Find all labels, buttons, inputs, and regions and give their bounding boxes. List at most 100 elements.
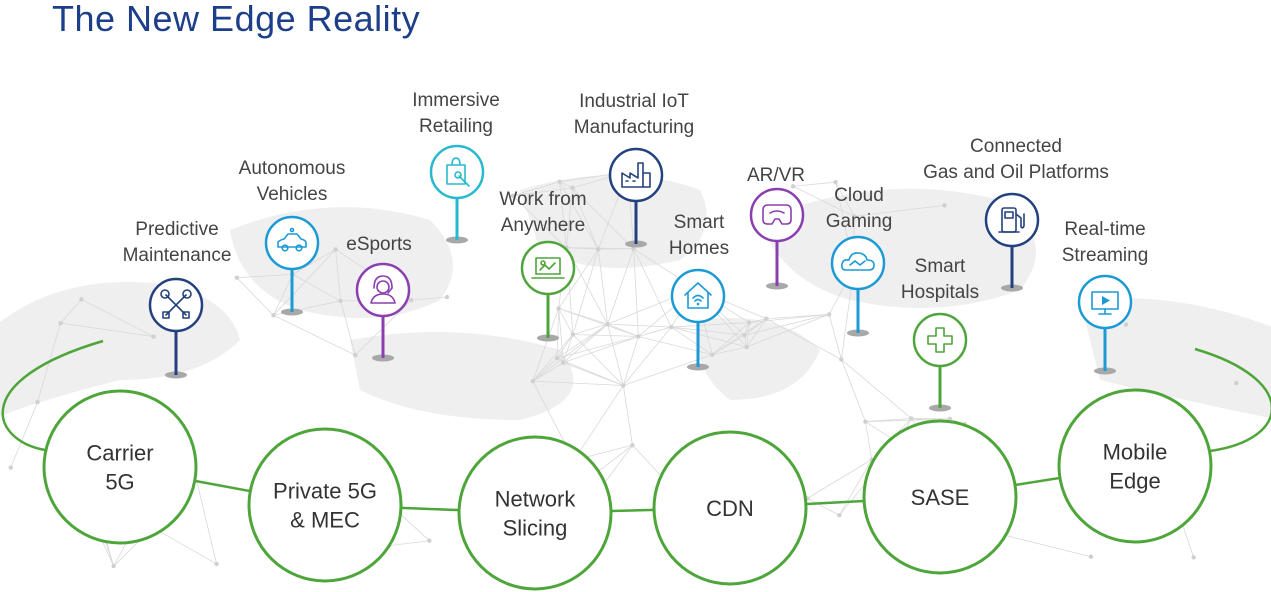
mesh-line bbox=[746, 318, 767, 348]
mesh-line bbox=[671, 326, 745, 336]
node-cdn: CDN bbox=[652, 430, 808, 586]
ring-arc-left bbox=[1, 339, 104, 452]
mesh-dot bbox=[271, 313, 276, 318]
mesh-dot bbox=[710, 352, 715, 357]
mesh-line bbox=[744, 318, 767, 336]
mesh-dot bbox=[570, 332, 576, 337]
mesh-line bbox=[558, 308, 564, 363]
mesh-dot bbox=[839, 357, 844, 362]
pin-label: Connected bbox=[970, 136, 1062, 157]
mesh-dot bbox=[863, 419, 868, 424]
mesh-line bbox=[712, 322, 750, 355]
pin-label: Vehicles bbox=[257, 184, 328, 205]
pin-badge bbox=[608, 147, 664, 203]
mesh-dot bbox=[556, 306, 561, 311]
mesh-line bbox=[607, 324, 624, 386]
mesh-line bbox=[712, 346, 747, 356]
mesh-line bbox=[236, 277, 274, 316]
mesh-line bbox=[766, 313, 830, 320]
factory-icon bbox=[621, 162, 651, 188]
mesh-dot bbox=[636, 334, 641, 339]
mesh-line bbox=[532, 308, 560, 382]
mesh-line bbox=[273, 274, 294, 316]
mesh-line bbox=[623, 326, 672, 386]
mesh-dot bbox=[338, 298, 343, 304]
pin-label: Streaming bbox=[1062, 245, 1149, 266]
mesh-line bbox=[532, 323, 608, 382]
mesh-line bbox=[865, 421, 873, 460]
mesh-line bbox=[559, 181, 599, 250]
node-label: 5G bbox=[105, 470, 134, 495]
pin-esports: eSports bbox=[346, 234, 412, 362]
node-circle bbox=[42, 389, 198, 545]
mesh-line bbox=[194, 474, 217, 565]
shopping-bag-icon bbox=[446, 157, 470, 187]
mesh-dot bbox=[557, 179, 562, 184]
mesh-dot bbox=[764, 316, 769, 321]
page-title: The New Edge Reality bbox=[52, 0, 421, 39]
mesh-line bbox=[638, 336, 713, 356]
mesh-line bbox=[566, 187, 573, 248]
mesh-line bbox=[236, 273, 293, 279]
mesh-line bbox=[532, 362, 564, 382]
mesh-line bbox=[838, 459, 873, 516]
mesh-line bbox=[793, 181, 836, 187]
node-label: Network bbox=[495, 487, 577, 512]
use-case-pins: PredictiveMaintenanceAutonomousVehiclese… bbox=[123, 90, 1149, 412]
mesh-dot bbox=[826, 312, 832, 317]
mesh-line bbox=[638, 326, 672, 337]
mesh-dot bbox=[1191, 555, 1196, 560]
video-screen-icon bbox=[1091, 291, 1119, 315]
mesh-line bbox=[792, 185, 855, 217]
node-label: CDN bbox=[706, 496, 754, 521]
mesh-line bbox=[566, 247, 599, 250]
land-shape bbox=[350, 332, 574, 420]
mesh-line bbox=[512, 181, 560, 197]
pin-label: Cloud bbox=[834, 185, 884, 206]
mesh-dot bbox=[1088, 554, 1094, 559]
pin-badge bbox=[912, 312, 968, 368]
mesh-line bbox=[766, 318, 842, 360]
mesh-line bbox=[633, 248, 639, 337]
mesh-line bbox=[865, 418, 950, 423]
node-private-5g-mec: Private 5G& MEC bbox=[247, 427, 403, 583]
pin-label: Smart bbox=[674, 212, 725, 233]
mesh-line bbox=[854, 204, 945, 217]
pin-badge bbox=[264, 215, 320, 271]
mesh-line bbox=[807, 498, 840, 516]
mesh-line bbox=[622, 336, 639, 386]
mesh-line bbox=[573, 385, 624, 461]
mesh-line bbox=[572, 334, 639, 337]
mesh-line bbox=[558, 308, 574, 335]
mesh-line bbox=[671, 322, 750, 328]
mesh-dot bbox=[214, 561, 219, 567]
land-shape bbox=[698, 318, 820, 400]
mesh-dot bbox=[510, 193, 515, 199]
mesh-line bbox=[572, 334, 624, 386]
mesh-line bbox=[559, 181, 567, 248]
pin-label: eSports bbox=[346, 234, 411, 255]
pin-label: Maintenance bbox=[123, 245, 232, 266]
ring-arc-right bbox=[1194, 347, 1271, 453]
mesh-line bbox=[81, 299, 154, 337]
land-shape bbox=[760, 188, 1036, 308]
node-label: Private 5G bbox=[273, 479, 377, 504]
pin-label: Real-time bbox=[1064, 219, 1145, 240]
wifi-home-icon bbox=[684, 282, 712, 309]
mesh-dot bbox=[1123, 322, 1129, 327]
mesh-dot bbox=[669, 324, 674, 330]
mesh-line bbox=[572, 323, 608, 335]
vr-headset-icon bbox=[762, 204, 792, 225]
mesh-dot bbox=[79, 297, 84, 302]
mesh-line bbox=[292, 249, 336, 275]
mesh-line bbox=[563, 336, 639, 364]
mesh-dot bbox=[596, 246, 601, 252]
